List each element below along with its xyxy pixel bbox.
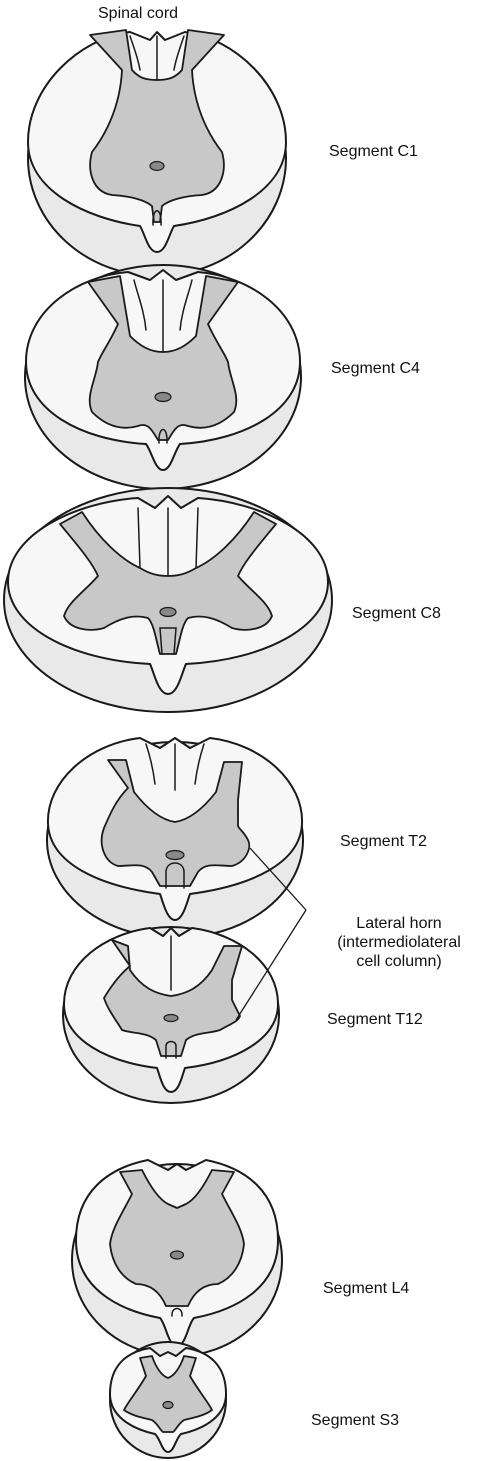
lateral-horn-line-2: (intermediolateral <box>312 933 486 952</box>
lateral-horn-line-3: cell column) <box>312 952 486 971</box>
label-segment-c4: Segment C4 <box>331 359 420 378</box>
section-c1 <box>28 30 286 276</box>
section-l4 <box>72 1160 282 1356</box>
section-c4 <box>25 265 301 489</box>
section-t2 <box>47 738 303 938</box>
label-segment-l4: Segment L4 <box>323 1279 409 1298</box>
section-s3 <box>110 1342 226 1458</box>
label-segment-c1: Segment C1 <box>329 142 418 161</box>
section-t12 <box>63 927 279 1103</box>
label-segment-s3: Segment S3 <box>311 1411 399 1430</box>
label-lateral-horn: Lateral horn (intermediolateral cell col… <box>312 914 486 971</box>
section-c8 <box>4 488 332 712</box>
label-segment-t12: Segment T12 <box>327 1010 423 1029</box>
figure-title: Spinal cord <box>98 4 178 23</box>
label-segment-c8: Segment C8 <box>352 604 441 623</box>
lateral-horn-line-1: Lateral horn <box>312 914 486 933</box>
label-segment-t2: Segment T2 <box>340 832 427 851</box>
